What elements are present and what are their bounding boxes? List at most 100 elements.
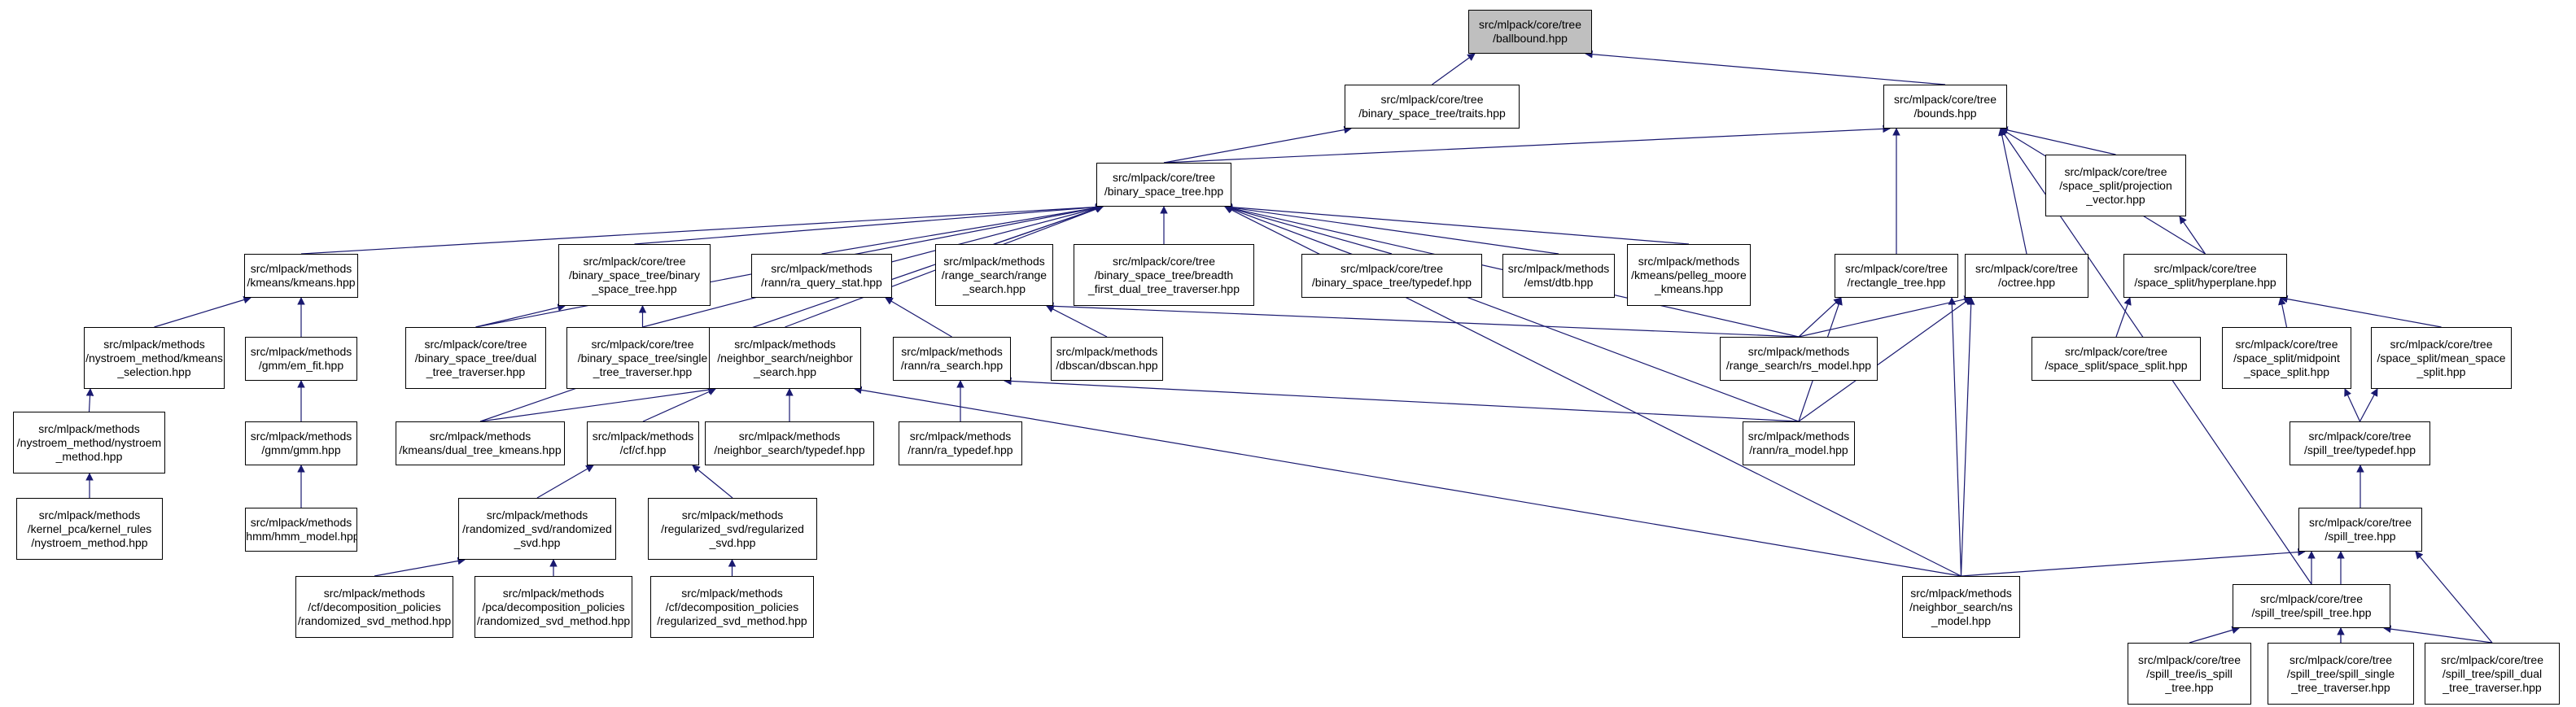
graph-node-octree[interactable]: src/mlpack/core/tree/octree.hpp [1965, 254, 2088, 298]
graph-node-label: _search.hpp [962, 281, 1026, 295]
graph-node-label: /kmeans/pelleg_moore [1631, 268, 1747, 281]
graph-node-dual_tree_kmeans[interactable]: src/mlpack/methods/kmeans/dual_tree_kmea… [396, 421, 565, 465]
include-edge-kmeans_selection-to-kmeans [154, 295, 251, 328]
graph-node-space_split[interactable]: src/mlpack/core/tree/space_split/space_s… [2031, 337, 2201, 381]
graph-node-label: src/mlpack/core/tree [1340, 262, 1444, 275]
graph-node-label: /randomized_svd/randomized [462, 522, 612, 535]
graph-node-traits[interactable]: src/mlpack/core/tree/binary_space_tree/t… [1345, 85, 1520, 129]
graph-node-breadth_first[interactable]: src/mlpack/core/tree/binary_space_tree/b… [1074, 244, 1254, 306]
graph-node-label: _tree.hpp [2165, 680, 2214, 694]
graph-node-ra_search[interactable]: src/mlpack/methods/rann/ra_search.hpp [893, 337, 1011, 381]
graph-node-label: /rann/ra_search.hpp [900, 359, 1004, 372]
graph-node-label: src/mlpack/methods [486, 508, 588, 522]
graph-node-randomized_svd[interactable]: src/mlpack/methods/randomized_svd/random… [458, 498, 616, 560]
graph-node-label: src/mlpack/core/tree [424, 337, 527, 351]
graph-node-proj_vector[interactable]: src/mlpack/core/tree/space_split/project… [2045, 155, 2186, 216]
graph-node-gmm[interactable]: src/mlpack/methods/gmm/gmm.hpp [245, 421, 357, 465]
include-edge-cf-to-neighbor_search [642, 388, 716, 422]
graph-node-dtb[interactable]: src/mlpack/methods/emst/dtb.hpp [1502, 254, 1615, 298]
graph-node-ns_typedef[interactable]: src/mlpack/methods/neighbor_search/typed… [705, 421, 874, 465]
graph-node-label: /rann/ra_typedef.hpp [908, 443, 1013, 456]
graph-node-label: src/mlpack/methods [734, 337, 836, 351]
graph-node-pca_rand_method[interactable]: src/mlpack/methods/pca/decomposition_pol… [475, 576, 632, 638]
graph-node-is_spill[interactable]: src/mlpack/core/tree/spill_tree/is_spill… [2128, 643, 2251, 705]
graph-node-label: /emst/dtb.hpp [1524, 276, 1594, 289]
graph-node-hmm_model[interactable]: src/mlpack/methods/hmm/hmm_model.hpp [245, 508, 357, 552]
graph-node-ns_model[interactable]: src/mlpack/methods/neighbor_search/ns_mo… [1902, 576, 2020, 638]
graph-node-ra_model[interactable]: src/mlpack/methods/rann/ra_model.hpp [1743, 421, 1855, 465]
graph-node-label: /rann/ra_query_stat.hpp [761, 276, 882, 289]
graph-node-neighbor_search[interactable]: src/mlpack/methods/neighbor_search/neigh… [709, 327, 861, 389]
include-edge-range_search-to-bst_agg [994, 205, 1104, 245]
graph-node-spill_dual[interactable]: src/mlpack/core/tree/spill_tree/spill_du… [2425, 643, 2560, 705]
graph-node-mean_ss[interactable]: src/mlpack/core/tree/space_split/mean_sp… [2371, 327, 2512, 389]
graph-node-label: src/mlpack/core/tree [1893, 93, 1997, 106]
graph-node-label: src/mlpack/methods [38, 421, 140, 435]
graph-node-label: src/mlpack/methods [1638, 254, 1740, 268]
graph-node-rs_model[interactable]: src/mlpack/methods/range_search/rs_model… [1720, 337, 1878, 381]
graph-node-regularized_svd[interactable]: src/mlpack/methods/regularized_svd/regul… [648, 498, 817, 560]
graph-node-em_fit[interactable]: src/mlpack/methods/gmm/em_fit.hpp [245, 337, 357, 381]
graph-node-label: /regularized_svd/regularized [661, 522, 804, 535]
include-edge-ra_model-to-ra_search [1004, 377, 1800, 422]
include-edge-bst_agg-to-traits [1163, 125, 1352, 164]
graph-node-cf_reg_method[interactable]: src/mlpack/methods/cf/decomposition_poli… [650, 576, 814, 638]
graph-node-spill_tree_agg[interactable]: src/mlpack/core/tree/spill_tree.hpp [2298, 508, 2422, 552]
include-edge-dual_tree_kmeans-to-neighbor_search [479, 386, 716, 422]
graph-node-label: src/mlpack/methods [103, 337, 205, 351]
graph-node-ra_typedef[interactable]: src/mlpack/methods/rann/ra_typedef.hpp [899, 421, 1022, 465]
graph-node-label: /kmeans/kmeans.hpp [247, 276, 356, 289]
graph-node-label: /nystroem_method/kmeans [85, 351, 223, 364]
graph-node-label: /binary_space_tree/typedef.hpp [1311, 276, 1472, 289]
graph-node-cf[interactable]: src/mlpack/methods/cf/cf.hpp [587, 421, 699, 465]
graph-node-label: src/mlpack/core/tree [2308, 516, 2412, 529]
graph-node-label: _space_split.hpp [2243, 364, 2330, 378]
graph-node-ballbound[interactable]: src/mlpack/core/tree/ballbound.hpp [1468, 10, 1592, 54]
graph-node-label: /kmeans/dual_tree_kmeans.hpp [399, 443, 562, 456]
graph-node-label: /binary_space_tree/traits.hpp [1358, 107, 1506, 120]
graph-node-label: _vector.hpp [2086, 192, 2145, 206]
graph-node-hyperplane[interactable]: src/mlpack/core/tree/space_split/hyperpl… [2123, 254, 2287, 298]
graph-node-dbscan[interactable]: src/mlpack/methods/dbscan/dbscan.hpp [1051, 337, 1163, 381]
graph-node-label: src/mlpack/methods [250, 345, 352, 358]
graph-node-bst_typedef[interactable]: src/mlpack/core/tree/binary_space_tree/t… [1301, 254, 1482, 298]
graph-node-nystroem_method[interactable]: src/mlpack/methods/nystroem_method/nystr… [13, 412, 165, 474]
graph-node-label: /binary_space_tree.hpp [1104, 185, 1224, 198]
graph-node-ra_query_stat[interactable]: src/mlpack/methods/rann/ra_query_stat.hp… [751, 254, 892, 298]
include-edge-proj_vector-to-bounds [2000, 126, 2116, 155]
include-edge-ns_model-to-spill_tree_agg [1961, 548, 2306, 577]
graph-node-kmeans_selection[interactable]: src/mlpack/methods/nystroem_method/kmean… [84, 327, 225, 389]
graph-node-label: /spill_tree/typedef.hpp [2304, 443, 2416, 456]
graph-node-range_search[interactable]: src/mlpack/methods/range_search/range_se… [935, 244, 1053, 306]
graph-node-pelleg_moore[interactable]: src/mlpack/methods/kmeans/pelleg_moore_k… [1627, 244, 1751, 306]
graph-node-label: /space_split/hyperplane.hpp [2134, 276, 2276, 289]
graph-node-label: src/mlpack/core/tree [2308, 430, 2412, 443]
graph-node-bst_agg[interactable]: src/mlpack/core/tree/binary_space_tree.h… [1096, 163, 1231, 207]
graph-node-label: src/mlpack/core/tree [2289, 652, 2393, 666]
graph-node-bst_detail[interactable]: src/mlpack/core/tree/binary_space_tree/b… [558, 244, 711, 306]
include-edge-rs_model-to-rectangle_tree [1798, 297, 1842, 338]
graph-node-spill_spill[interactable]: src/mlpack/core/tree/spill_tree/spill_tr… [2233, 584, 2390, 628]
graph-node-rectangle_tree[interactable]: src/mlpack/core/tree/rectangle_tree.hpp [1835, 254, 1958, 298]
graph-node-label: /binary_space_tree/single [577, 351, 708, 364]
graph-node-midpoint_ss[interactable]: src/mlpack/core/tree/space_split/midpoin… [2222, 327, 2351, 389]
include-edge-pelleg_moore-to-bst_agg [1224, 203, 1690, 245]
graph-node-kpca_nystroem[interactable]: src/mlpack/methods/kernel_pca/kernel_rul… [16, 498, 163, 560]
include-edge-ns_model-to-octree [1960, 297, 1975, 577]
graph-node-single_tt[interactable]: src/mlpack/core/tree/binary_space_tree/s… [566, 327, 719, 389]
graph-node-label: src/mlpack/methods [429, 430, 531, 443]
graph-node-bounds[interactable]: src/mlpack/core/tree/bounds.hpp [1883, 85, 2007, 129]
graph-node-dual_tt[interactable]: src/mlpack/core/tree/binary_space_tree/d… [405, 327, 546, 389]
graph-node-label: /rectangle_tree.hpp [1847, 276, 1946, 289]
graph-node-spill_typedef[interactable]: src/mlpack/core/tree/spill_tree/typedef.… [2290, 421, 2430, 465]
graph-node-spill_single[interactable]: src/mlpack/core/tree/spill_tree/spill_si… [2268, 643, 2414, 705]
graph-node-kmeans[interactable]: src/mlpack/methods/kmeans/kmeans.hpp [244, 254, 358, 298]
include-edge-dbscan-to-range_search [1046, 305, 1108, 338]
graph-node-label: src/mlpack/methods [909, 430, 1012, 443]
graph-node-cf_rand_method[interactable]: src/mlpack/methods/cf/decomposition_poli… [295, 576, 453, 638]
graph-node-label: _tree_traverser.hpp [2443, 680, 2542, 694]
include-edge-spill_typedef-to-midpoint_ss [2344, 388, 2361, 422]
graph-node-label: /regularized_svd_method.hpp [657, 613, 807, 627]
graph-node-label: src/mlpack/core/tree [2064, 164, 2167, 178]
graph-node-label: src/mlpack/core/tree [2390, 337, 2493, 351]
